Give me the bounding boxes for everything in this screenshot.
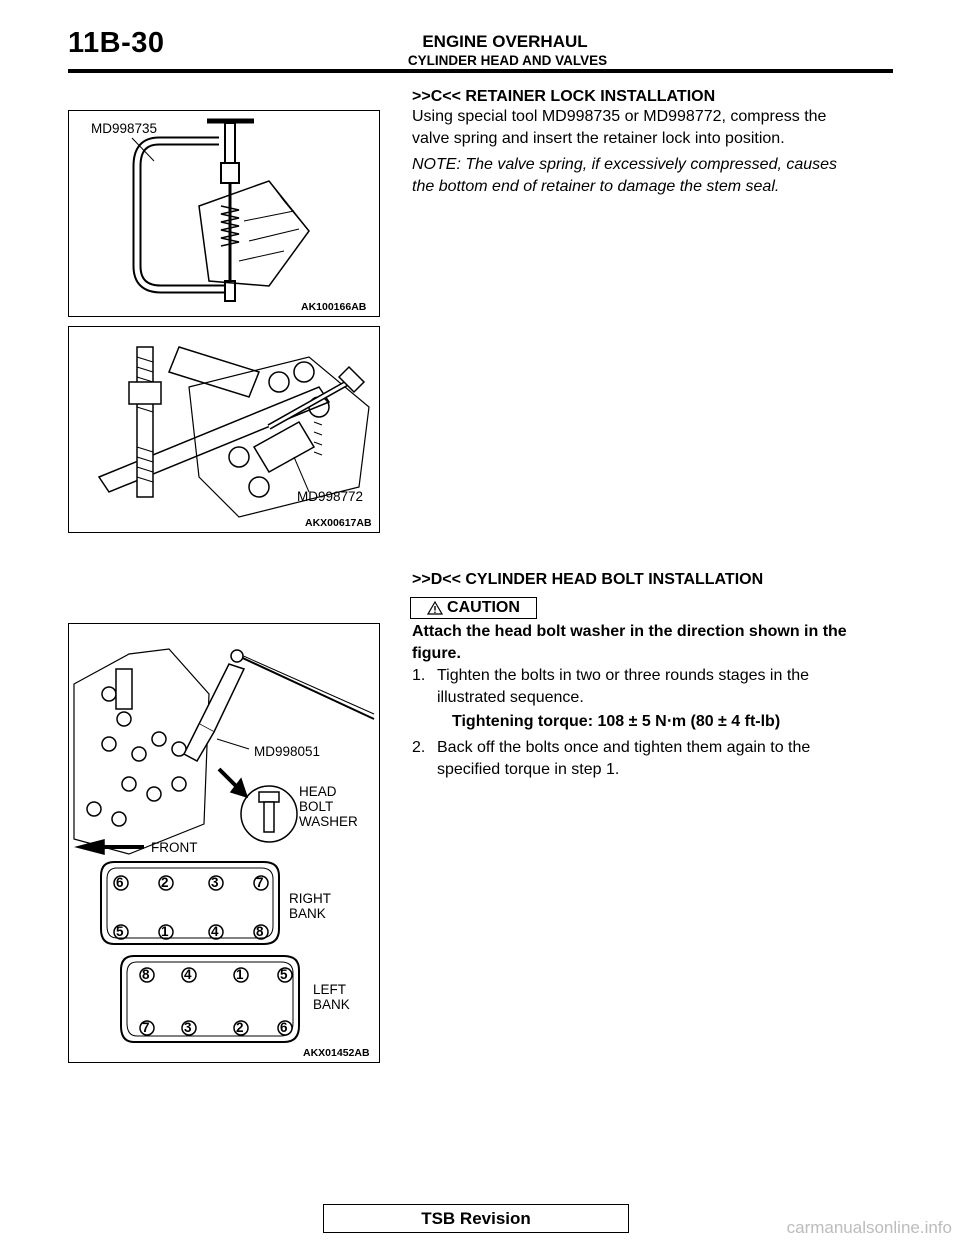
left-bank-bolt-number: 5 (280, 967, 288, 982)
figure-retainer-lock-md998772: MD998772 AKX00617AB (68, 326, 380, 533)
page-number: 11B-30 (68, 27, 165, 59)
right-bank-bolt-number: 8 (256, 924, 264, 939)
step-1-line-1: Tighten the bolts in two or three rounds… (437, 667, 810, 684)
right-bank-bolt-number: 4 (211, 924, 219, 939)
header-rule (68, 69, 893, 73)
right-bank-label: BANK (289, 906, 326, 921)
washer-label: WASHER (299, 814, 358, 829)
section-c-heading: >>C<< RETAINER LOCK INSTALLATION (412, 88, 716, 105)
caution-line-2: figure. (412, 645, 461, 662)
valve-spring-compressor-illustration (131, 118, 310, 302)
subsection-title: CYLINDER HEAD AND VALVES (407, 53, 608, 68)
figure-head-bolt-installation: MD998051 HEAD BOLT WASHER FRONT RIGHT BA… (68, 623, 380, 1063)
figure-1-id: AK100166AB (301, 301, 367, 313)
step-2-line-1: Back off the bolts once and tighten them… (437, 739, 811, 756)
head-label: HEAD (299, 784, 337, 799)
section-title: ENGINE OVERHAUL (422, 32, 588, 51)
tsb-revision-box: TSB Revision (323, 1204, 629, 1233)
section-c-body-line-1: Using special tool MD998735 or MD998772,… (412, 108, 827, 125)
left-bank-bolt-number: 2 (236, 1020, 244, 1035)
section-c-note-line-1: NOTE: The valve spring, if excessively c… (412, 156, 838, 173)
section-c-note-line-2: the bottom end of retainer to damage the… (412, 178, 780, 195)
figure-3-tool-label: MD998051 (254, 744, 321, 759)
left-bank-bolt-number: 3 (184, 1020, 192, 1035)
right-bank-bolt-number: 1 (161, 924, 169, 939)
right-bank-bolt-number: 5 (116, 924, 124, 939)
left-bank-bolt-number: 6 (280, 1020, 288, 1035)
caution-box: CAUTION (410, 597, 537, 619)
left-bank-bolt-number: 7 (142, 1020, 150, 1035)
left-bank-label: BANK (313, 997, 350, 1012)
step-1-line-2: illustrated sequence. (437, 689, 584, 706)
left-bank-bolt-number: 4 (184, 967, 192, 982)
right-bank-bolt-number: 6 (116, 875, 124, 890)
step-2-number: 2. (412, 739, 426, 756)
right-bank-bolt-number: 2 (161, 875, 169, 890)
valve-spring-compressor-md998772-illustration (97, 346, 370, 518)
figure-1-tool-label: MD998735 (91, 121, 158, 136)
left-bank-bolt-number: 8 (142, 967, 150, 982)
front-label: FRONT (151, 840, 198, 855)
step-2-line-2: specified torque in step 1. (437, 761, 620, 778)
step-1-number: 1. (412, 667, 426, 684)
watermark: carmanualsonline.info (786, 1218, 952, 1237)
tightening-torque: Tightening torque: 108 ± 5 N⋅m (80 ± 4 f… (452, 713, 781, 730)
figure-2-tool-label: MD998772 (297, 489, 364, 504)
section-c-body-line-2: valve spring and insert the retainer loc… (412, 130, 785, 147)
right-bank-bolt-number: 3 (211, 875, 219, 890)
caution-label: CAUTION (447, 599, 520, 616)
section-d-heading: >>D<< CYLINDER HEAD BOLT INSTALLATION (412, 571, 764, 588)
right-bank-bolt-number: 7 (256, 875, 264, 890)
figure-3-id: AKX01452AB (303, 1047, 370, 1059)
tsb-revision-label: TSB Revision (421, 1208, 531, 1228)
figure-2-id: AKX00617AB (305, 517, 372, 529)
head-bolt-sequence-illustration (73, 648, 375, 1043)
left-bank-bolt-number: 1 (236, 967, 244, 982)
caution-line-1: Attach the head bolt washer in the direc… (412, 623, 847, 640)
bolt-label: BOLT (299, 799, 334, 814)
left-label: LEFT (313, 982, 347, 997)
right-label: RIGHT (289, 891, 331, 906)
figure-retainer-lock-md998735: MD998735 AK100166AB (68, 110, 380, 317)
warning-triangle-icon (427, 601, 444, 615)
